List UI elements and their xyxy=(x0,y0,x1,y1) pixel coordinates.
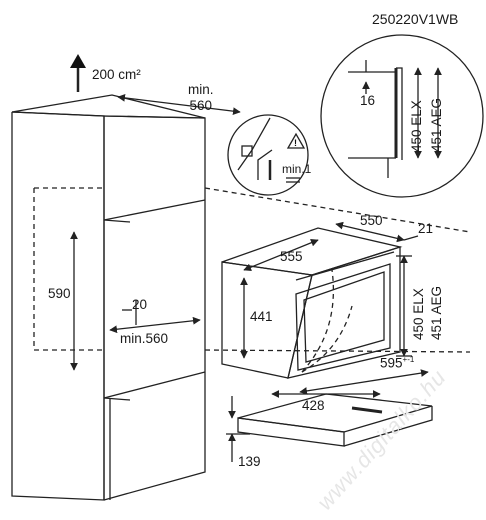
door-swing-arc xyxy=(301,305,353,373)
label-451-aeg-detail: 451 AEG xyxy=(429,97,444,152)
label-428: 428 xyxy=(302,398,325,413)
niche-outline-dashed xyxy=(33,187,471,353)
label-451-aeg: 451 AEG xyxy=(429,285,444,340)
svg-text:!: ! xyxy=(294,138,297,148)
label-139: 139 xyxy=(238,454,261,469)
label-450-elx: 450 ELX xyxy=(411,288,426,340)
label-441: 441 xyxy=(250,309,273,324)
detail-circle-left xyxy=(227,114,309,196)
label-21: 21 xyxy=(418,221,434,236)
dim-595 xyxy=(299,369,429,395)
dim-555 xyxy=(243,239,319,271)
label-595: 595+-1 xyxy=(380,355,415,371)
label-min-560-top: min. 560 xyxy=(188,82,214,113)
model-code: 250220V1WB xyxy=(372,11,459,27)
dim-min560-side xyxy=(109,316,201,334)
cabinet-right-side xyxy=(103,115,206,501)
label-vent-area: 200 cm² xyxy=(92,67,141,82)
cabinet-front xyxy=(11,111,105,501)
detail-circle-right xyxy=(320,34,484,198)
dim-550 xyxy=(335,221,405,243)
warming-drawer xyxy=(237,393,433,447)
label-450-elx-detail: 450 ELX xyxy=(409,100,424,152)
dim-min560-top xyxy=(117,93,241,116)
label-555: 555 xyxy=(280,249,303,264)
cabinet-top xyxy=(11,94,206,119)
label-20: 20 xyxy=(132,297,148,312)
label-min-1: min.1 xyxy=(282,162,312,176)
label-550: 550 xyxy=(360,213,383,228)
label-590: 590 xyxy=(48,286,71,301)
appliance xyxy=(221,227,403,379)
label-min-560-side: min.560 xyxy=(120,331,169,346)
warning-triangle-icon xyxy=(286,132,306,149)
label-16: 16 xyxy=(360,93,376,108)
